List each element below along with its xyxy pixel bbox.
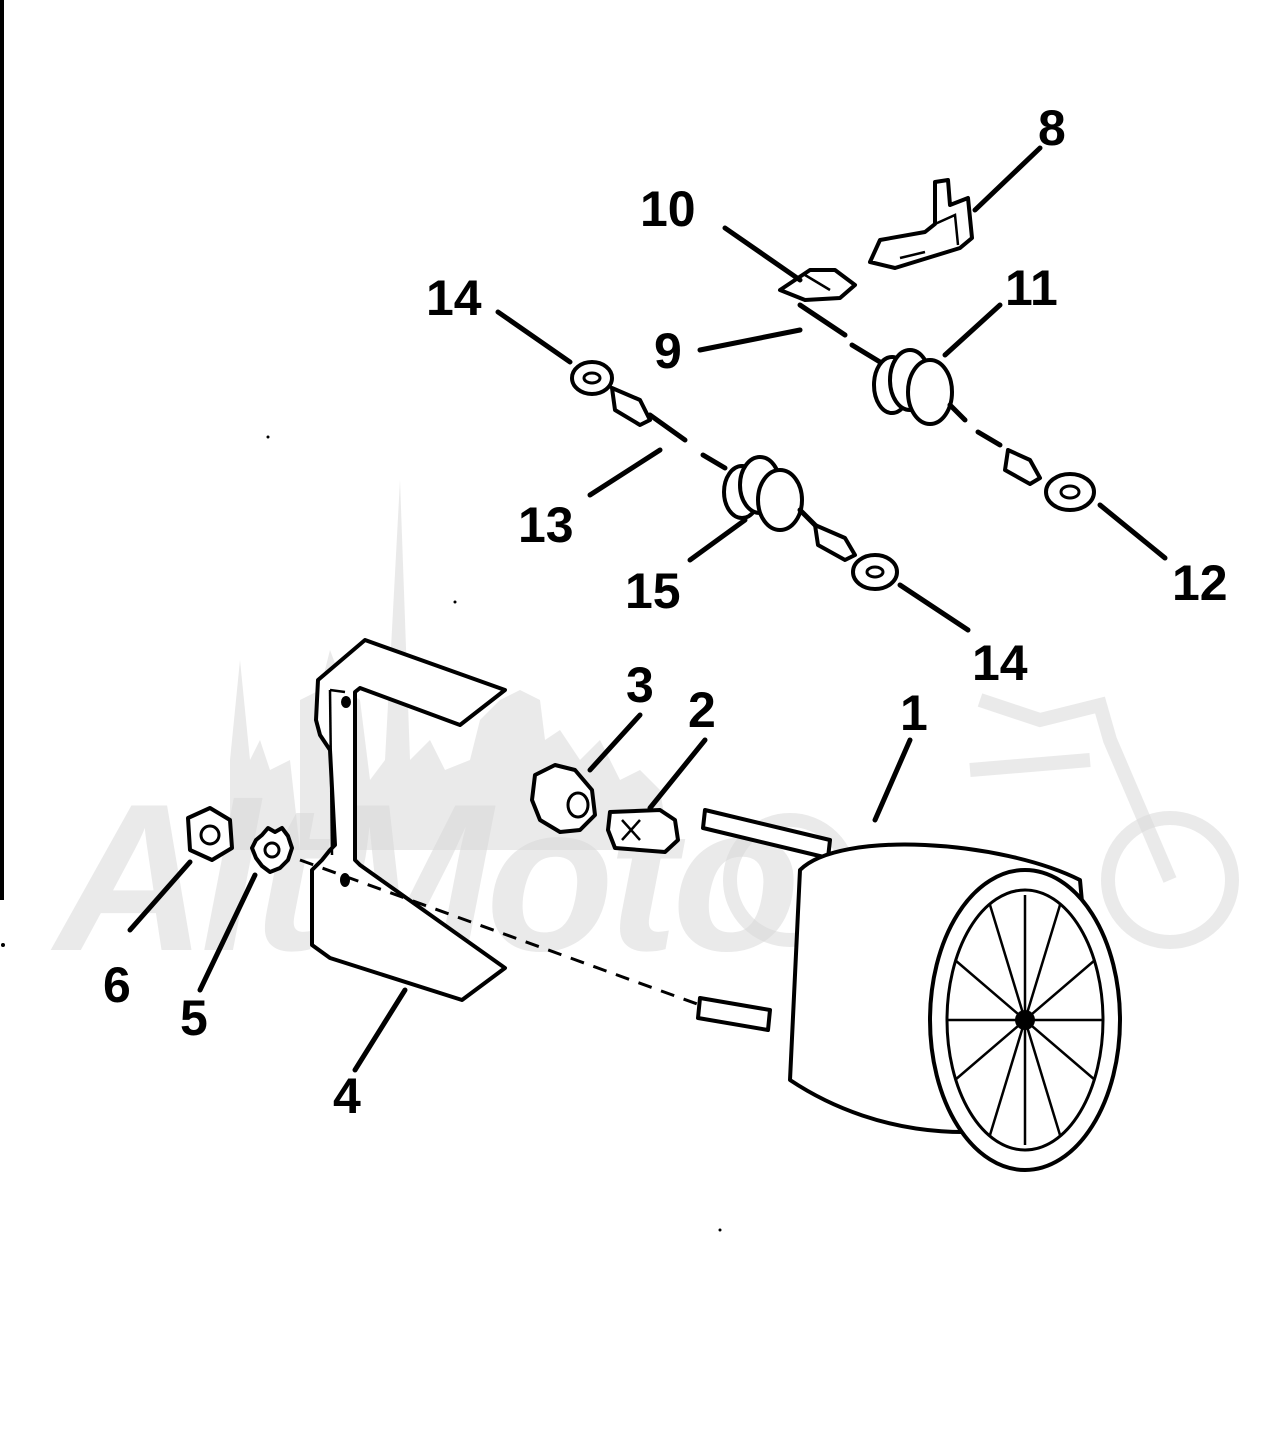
callout-9: 9 [654, 323, 682, 379]
callout-5: 5 [180, 990, 208, 1046]
callout-1: 1 [900, 685, 928, 741]
callout-labels: 8 10 9 11 12 14 13 15 14 1 2 3 4 5 6 [103, 100, 1228, 1124]
callout-12: 12 [1172, 555, 1228, 611]
speck [718, 1228, 722, 1232]
part-5-lock-washer [250, 826, 294, 874]
part-9-wire [797, 302, 848, 338]
part-4-bracket [310, 638, 507, 1002]
speck [1, 943, 5, 947]
part-14-ring-terminal-lower [813, 523, 899, 591]
callout-4: 4 [333, 1068, 361, 1124]
speck [453, 600, 457, 604]
part-12-ring-terminal [975, 429, 1096, 512]
part-8-bracket [868, 178, 974, 270]
callout-6: 6 [103, 957, 131, 1013]
callout-11: 11 [1005, 260, 1058, 316]
callout-2: 2 [688, 682, 716, 738]
part-13-wire [647, 412, 728, 471]
leader-lines [127, 145, 1168, 1073]
part-15-grommet [722, 455, 821, 532]
speck [266, 435, 270, 439]
callout-10: 10 [640, 181, 696, 237]
callout-14-lower: 14 [972, 635, 1028, 691]
part-2-bulb [606, 808, 680, 854]
part-6-nut [186, 806, 234, 862]
part-11-grommet [849, 342, 968, 426]
part-3-socket [530, 763, 597, 834]
callout-3: 3 [626, 657, 654, 713]
part-1-gauge [696, 808, 1122, 1172]
callout-8: 8 [1038, 100, 1066, 156]
part-14-ring-terminal-upper [570, 360, 652, 427]
callout-13: 13 [518, 497, 574, 553]
callout-15: 15 [625, 563, 681, 619]
callout-14-upper: 14 [426, 270, 482, 326]
